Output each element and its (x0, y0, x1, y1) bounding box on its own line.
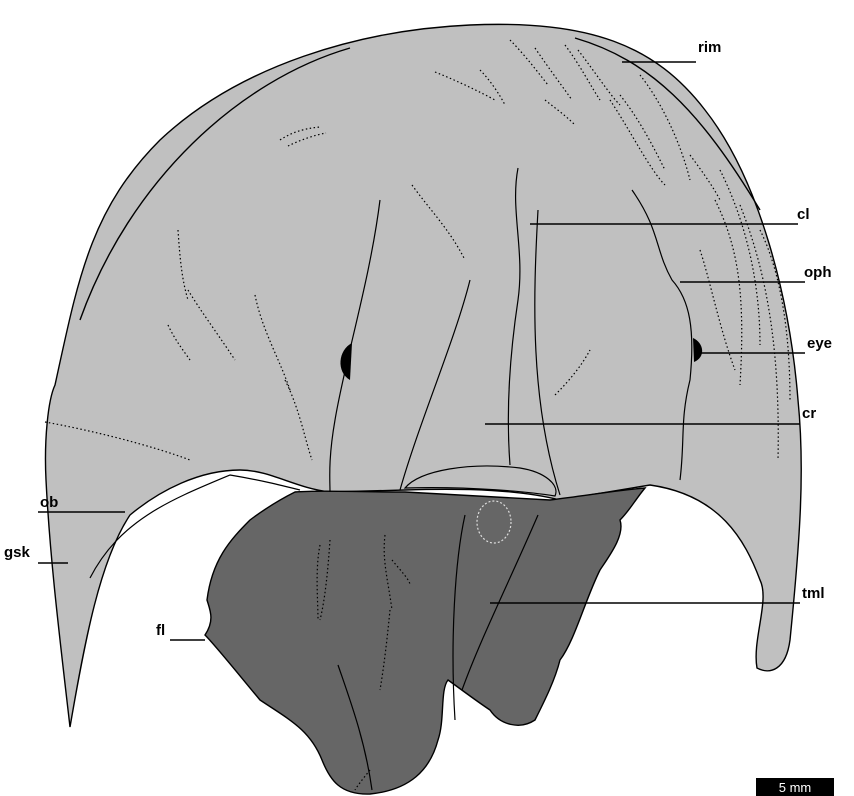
scale-bar-label: 5 mm (779, 780, 812, 795)
label-tml: tml (802, 585, 825, 602)
label-oph: oph (804, 264, 832, 281)
label-ob: ob (40, 494, 58, 511)
hypostome-region (205, 488, 645, 794)
label-cl: cl (797, 206, 810, 223)
label-cr: cr (802, 405, 816, 422)
label-gsk: gsk (4, 544, 31, 561)
label-fl: fl (156, 622, 165, 639)
label-eye: eye (807, 335, 832, 352)
label-rim: rim (698, 39, 721, 56)
